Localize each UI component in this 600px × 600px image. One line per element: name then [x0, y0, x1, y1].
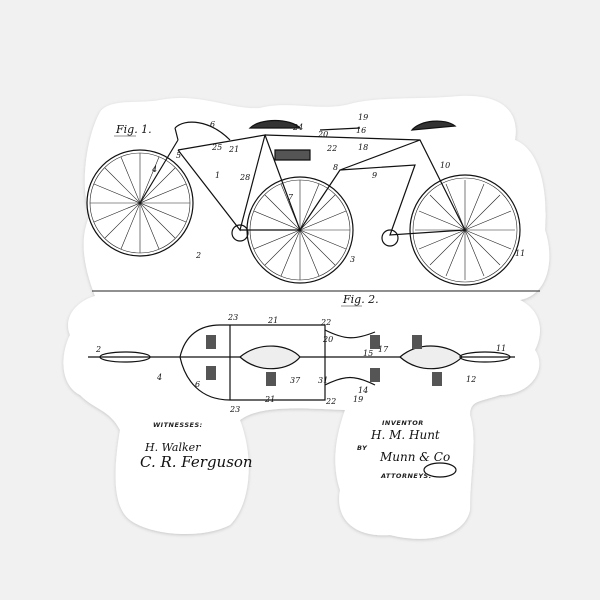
- by-label: BY: [357, 444, 368, 452]
- svg-text:21: 21: [264, 395, 275, 404]
- attorney-signature-flourish: [423, 462, 457, 478]
- svg-text:7: 7: [288, 193, 294, 202]
- witness-signature-1: H. Walker: [144, 441, 201, 454]
- svg-text:24: 24: [292, 123, 303, 132]
- figure-2-part-labels: 2 4 23 21 22 20 15 17 11 6 23 21 22 37 3…: [95, 313, 506, 414]
- svg-text:16: 16: [356, 126, 366, 135]
- svg-text:17: 17: [378, 345, 389, 354]
- svg-text:18: 18: [358, 143, 368, 152]
- svg-text:6: 6: [195, 380, 200, 389]
- tandem-bicycle-side-view: [86, 119, 540, 292]
- attorneys-label: ATTORNEYS.: [380, 472, 432, 480]
- svg-text:31: 31: [318, 376, 328, 385]
- tandem-bicycle-top-view: [88, 324, 515, 401]
- svg-text:22: 22: [320, 318, 331, 327]
- svg-text:10: 10: [440, 161, 450, 170]
- svg-text:12: 12: [466, 375, 476, 384]
- svg-text:21: 21: [228, 145, 239, 154]
- svg-text:2: 2: [95, 345, 101, 354]
- figure-2-label: Fig. 2.: [342, 293, 379, 306]
- svg-text:1: 1: [215, 171, 220, 180]
- svg-text:37: 37: [290, 376, 301, 385]
- svg-text:4: 4: [151, 165, 157, 174]
- svg-text:2: 2: [195, 251, 201, 260]
- svg-text:9: 9: [372, 171, 377, 180]
- svg-text:3: 3: [350, 255, 355, 264]
- svg-text:23: 23: [229, 405, 240, 414]
- svg-text:6: 6: [210, 120, 215, 129]
- svg-text:28: 28: [239, 173, 250, 182]
- svg-text:20: 20: [322, 335, 333, 344]
- svg-text:11: 11: [515, 249, 525, 258]
- svg-text:5: 5: [176, 151, 181, 160]
- svg-text:15: 15: [363, 349, 373, 358]
- svg-text:11: 11: [496, 344, 506, 353]
- svg-text:22: 22: [326, 144, 337, 153]
- svg-text:20: 20: [317, 130, 328, 139]
- svg-text:8: 8: [333, 163, 338, 172]
- svg-text:23: 23: [227, 313, 238, 322]
- attorney-signature: Munn & Co: [379, 450, 450, 464]
- svg-text:19: 19: [353, 395, 363, 404]
- witness-signature-2: C. R. Ferguson: [140, 453, 253, 471]
- svg-text:19: 19: [358, 113, 368, 122]
- svg-text:14: 14: [358, 386, 368, 395]
- svg-text:25: 25: [211, 143, 222, 152]
- inventor-heading: INVENTOR: [382, 419, 424, 427]
- sticker-outline: [63, 95, 550, 539]
- witnesses-heading: WITNESSES:: [153, 421, 203, 429]
- figure-1-part-labels: 6 5 4 25 21 1 28 2 3 24 22 20 19 16 18 8…: [151, 113, 525, 264]
- svg-text:22: 22: [325, 397, 336, 406]
- svg-text:4: 4: [156, 373, 162, 382]
- figure-1-label: Fig. 1.: [115, 123, 152, 136]
- inventor-signature: H. M. Hunt: [370, 428, 440, 442]
- svg-text:21: 21: [267, 316, 278, 325]
